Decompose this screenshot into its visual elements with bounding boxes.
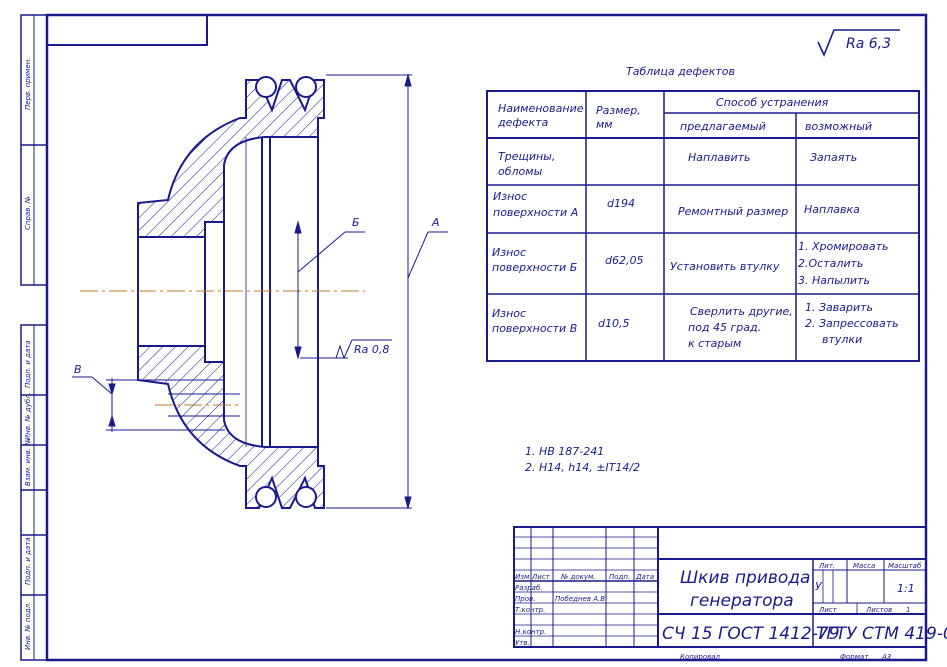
dimensions xyxy=(72,73,448,510)
part-name-line1: Шкив привода xyxy=(680,568,810,588)
material: СЧ 15 ГОСТ 1412-79 xyxy=(662,624,840,644)
row4-name-line1: Износ xyxy=(492,307,526,320)
row2-proposed: Ремонтный размер xyxy=(678,205,788,218)
organization: ТГТУ СТМ 419-07 xyxy=(816,624,947,644)
row2-name-line2: поверхности А xyxy=(493,206,578,219)
row3-possible-2: 2.Осталить xyxy=(798,257,863,270)
row3-possible-3: 3. Напылить xyxy=(798,274,870,287)
row3-name-line2: поверхности Б xyxy=(492,261,577,274)
row3-size: d62,05 xyxy=(605,254,643,267)
lit-value: У xyxy=(815,580,823,593)
title-block-grid xyxy=(513,526,927,648)
sheet-label: Лист xyxy=(818,606,838,614)
defect-table-title: Таблица дефектов xyxy=(626,65,735,78)
scale-value: 1:1 xyxy=(897,582,915,595)
col-docum: № докум. xyxy=(560,573,596,581)
roughness-general-symbol: Ra 6,3 xyxy=(817,29,900,58)
label-surface-v: В xyxy=(74,363,82,376)
part-name-line2: генератора xyxy=(690,591,794,611)
stamp-podp-data-1: Подп. и дата xyxy=(24,340,32,388)
part-section-view xyxy=(137,76,325,509)
role-razrab: Разраб. xyxy=(515,584,543,592)
format-value: А3 xyxy=(881,653,891,661)
row1-proposed: Наплавить xyxy=(688,151,751,164)
note-1: 1. HB 187-241 xyxy=(525,445,604,458)
row1-name-line2: обломы xyxy=(498,165,543,178)
row4-proposed-2: под 45 град. xyxy=(688,321,761,334)
stamp-sprav-no: Справ. № xyxy=(24,196,32,230)
header-name-line1: Наименование xyxy=(498,102,584,115)
row4-name-line2: поверхности В xyxy=(492,322,577,335)
row1-possible: Запаять xyxy=(810,151,857,164)
defect-table-grid xyxy=(486,90,920,362)
copied-label: Копировал xyxy=(680,653,721,661)
col-data: Дата xyxy=(635,573,654,581)
stamp-perv-primen: Перв. примен. xyxy=(24,57,32,110)
header-proposed: предлагаемый xyxy=(680,120,766,133)
row3-proposed: Установить втулку xyxy=(670,260,780,273)
row2-size: d194 xyxy=(607,197,635,210)
header-size-line2: мм xyxy=(596,118,613,131)
title-block-text: Изм Лист № докум. Подп. Дата Разраб. Про… xyxy=(515,562,947,661)
stamp-podp-data-2: Подп. и дата xyxy=(24,537,32,585)
header-method: Способ устранения xyxy=(716,96,829,109)
row3-name-line1: Износ xyxy=(492,246,526,259)
label-surface-b: Б xyxy=(352,216,360,229)
row1-name-line1: Трещины, xyxy=(498,150,555,163)
sheets-value: 1 xyxy=(906,606,910,614)
role-tkontr: Т.контр. xyxy=(515,606,545,614)
row4-possible-3: втулки xyxy=(822,333,862,346)
header-size-line1: Размер, xyxy=(596,104,641,117)
stamp-inv-dubl: Инв. № дубл. xyxy=(24,392,32,440)
role-utv: Утв. xyxy=(515,639,530,647)
sheet-frame xyxy=(20,13,928,662)
centerlines xyxy=(80,290,365,406)
row4-possible-2: 2. Запрессовать xyxy=(805,317,899,330)
defect-table-rows: Трещины, обломы Наплавить Запаять Износ … xyxy=(492,150,899,350)
role-prov: Пров. xyxy=(515,595,535,603)
roughness-general-text: Ra 6,3 xyxy=(846,36,891,52)
mass-label: Масса xyxy=(853,562,875,570)
header-name-line2: дефекта xyxy=(497,116,549,129)
col-podp: Подп. xyxy=(609,573,630,581)
col-izm: Изм xyxy=(515,573,530,581)
header-possible: возможный xyxy=(805,120,872,133)
row2-name-line1: Износ xyxy=(493,190,527,203)
row4-size: d10,5 xyxy=(598,317,629,330)
row3-possible-1: 1. Хромировать xyxy=(798,240,889,253)
stamp-inv-podl: Инв. № подл. xyxy=(24,602,32,650)
lower-section xyxy=(137,345,325,509)
stamp-vzam-inv: Взам. инв. № xyxy=(24,438,32,486)
scale-label: Масштаб xyxy=(888,562,922,570)
sheets-label: Листов xyxy=(865,606,892,614)
row4-proposed-1: Сверлить другие, xyxy=(690,305,793,318)
label-surface-a: А xyxy=(431,216,440,229)
row2-possible: Наплавка xyxy=(804,203,860,216)
defect-table-headers: Наименование дефекта Размер, мм Способ у… xyxy=(497,96,872,133)
role-nkontr: Н.контр. xyxy=(515,628,546,636)
developer-name: Победнев А.В. xyxy=(555,595,607,603)
row4-proposed-3: к старым xyxy=(688,337,741,350)
side-stamps: Перв. примен. Справ. № Подп. и дата Инв.… xyxy=(24,57,32,650)
format-label: Формат xyxy=(840,653,869,661)
lit-label: Лит. xyxy=(818,562,835,570)
col-list: Лист xyxy=(531,573,551,581)
roughness-local-text: Ra 0,8 xyxy=(354,343,389,356)
upper-section xyxy=(137,79,325,238)
note-2: 2. H14, h14, ±IT14/2 xyxy=(525,461,640,474)
row4-possible-1: 1. Заварить xyxy=(805,301,873,314)
